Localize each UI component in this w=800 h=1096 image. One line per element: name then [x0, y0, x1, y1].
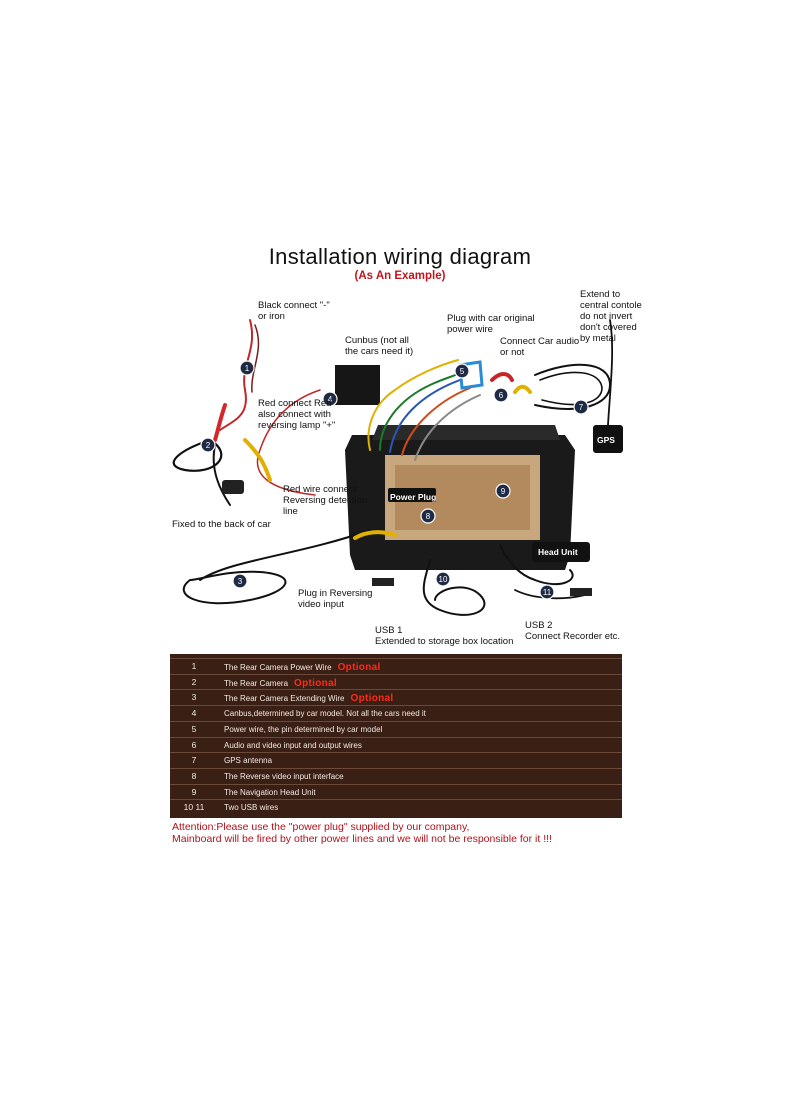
svg-text:10: 10: [439, 575, 448, 584]
legend-number: 2: [191, 676, 197, 687]
attention-line-1: Attention:Please use the "power plug" su…: [172, 821, 470, 833]
label-head-unit: Head Unit: [538, 547, 578, 557]
legend-text: Canbus,determined by car model. Not all …: [224, 709, 426, 719]
legend-number: 9: [191, 786, 197, 797]
usb-plug-1: [372, 578, 394, 586]
wire-bundle: [172, 319, 614, 616]
legend-text: The Reverse video input interface: [224, 771, 344, 781]
label-gps: GPS: [597, 435, 615, 445]
attention-line-2: Mainboard will be fired by other power l…: [172, 833, 552, 845]
head-unit-tag: [532, 542, 590, 562]
svg-text:2: 2: [206, 441, 211, 450]
svg-text:11: 11: [543, 588, 552, 597]
legend-number: 10 11: [183, 802, 205, 813]
legend-number: 4: [191, 708, 197, 719]
badge-6: 6: [493, 387, 509, 403]
svg-text:4: 4: [328, 395, 333, 404]
label-red-connect: Red connect Red also connect with revers…: [258, 398, 336, 431]
diagram-subtitle: (As An Example): [354, 270, 446, 282]
label-black-connect: Black connect "-" or iron: [258, 300, 330, 322]
rear-camera: [222, 480, 244, 494]
power-plug-tag: [388, 488, 436, 502]
legend-text: Two USB wires: [224, 803, 279, 813]
label-red-wire: Red wire connect Reversing detection lin…: [283, 484, 367, 517]
badge-8: 8: [420, 508, 436, 524]
label-usb1: USB 1 Extended to storage box location: [375, 625, 514, 647]
legend-row: 5 Power wire, the pin determined by car m…: [170, 720, 622, 737]
badge-7: 7: [573, 399, 589, 415]
usb-plug-2: [570, 588, 592, 596]
badge-3: 3: [232, 573, 248, 589]
legend-number: 5: [191, 723, 197, 734]
legend-row: 7 GPS antenna: [170, 752, 622, 768]
legend-number: 6: [191, 739, 197, 750]
svg-text:9: 9: [501, 487, 506, 496]
badge-1: 1: [239, 360, 255, 376]
diagram-title: Installation wiring diagram: [268, 244, 532, 269]
svg-text:7: 7: [579, 403, 584, 412]
legend-number: 8: [191, 770, 197, 781]
label-plug-power: Plug with car original power wire: [447, 313, 535, 335]
badge-10: 10: [435, 571, 451, 587]
legend-text: Audio and video input and output wires: [224, 740, 362, 750]
badge-5: 5: [454, 363, 470, 379]
head-unit-frame: [345, 425, 575, 570]
legend-optional-tag: Optional: [337, 662, 381, 673]
label-usb2: USB 2 Connect Recorder etc.: [525, 620, 621, 642]
svg-text:5: 5: [460, 367, 465, 376]
badge-2: 2: [200, 437, 216, 453]
label-connect-audio: Connect Car audio or not: [500, 336, 580, 358]
label-power-plug: Power Plug: [390, 492, 437, 502]
badge-9: 9: [495, 483, 511, 499]
legend-optional-tag: Optional: [294, 677, 337, 689]
label-plug-reversing: Plug in Reversing video input: [298, 588, 373, 610]
label-canbus: Cunbus (not all the cars need it): [345, 335, 414, 357]
badge-group: 1 2 3 4 5 6 7 8 9 10 11: [200, 360, 589, 600]
legend-row: 6 Audio and video input and output wires: [170, 736, 622, 753]
badge-4: 4: [322, 391, 338, 407]
wiring-illustration: 1 2 3 4 5 6 7 8 9 10 11: [172, 319, 623, 616]
legend-row: 4 Canbus,determined by car model. Not all…: [170, 705, 622, 721]
legend-number: 1: [191, 661, 197, 671]
label-fixed-back: Fixed to the back of car: [172, 519, 271, 530]
legend-row: 8 The Reverse video input interface: [170, 767, 622, 784]
gps-antenna: [593, 425, 623, 453]
svg-text:1: 1: [245, 364, 250, 373]
label-extend-console: Extend to central contole do not invert …: [580, 289, 642, 344]
legend-row: 10 11 Two USB wires: [170, 799, 622, 815]
svg-text:3: 3: [238, 577, 243, 586]
legend-optional-tag: Optional: [350, 693, 394, 705]
svg-text:6: 6: [499, 391, 504, 400]
canbus-box: [335, 365, 380, 405]
legend-row: 9 The Navigation Head Unit: [170, 783, 622, 800]
legend-text: GPS antenna: [224, 756, 273, 766]
badge-11: 11: [539, 584, 555, 600]
legend-number: 3: [191, 692, 197, 703]
legend-text: Power wire, the pin determined by car mo…: [224, 724, 383, 734]
legend-text: The Navigation Head Unit: [224, 787, 316, 797]
legend-number: 7: [191, 755, 197, 766]
svg-text:8: 8: [426, 512, 431, 521]
